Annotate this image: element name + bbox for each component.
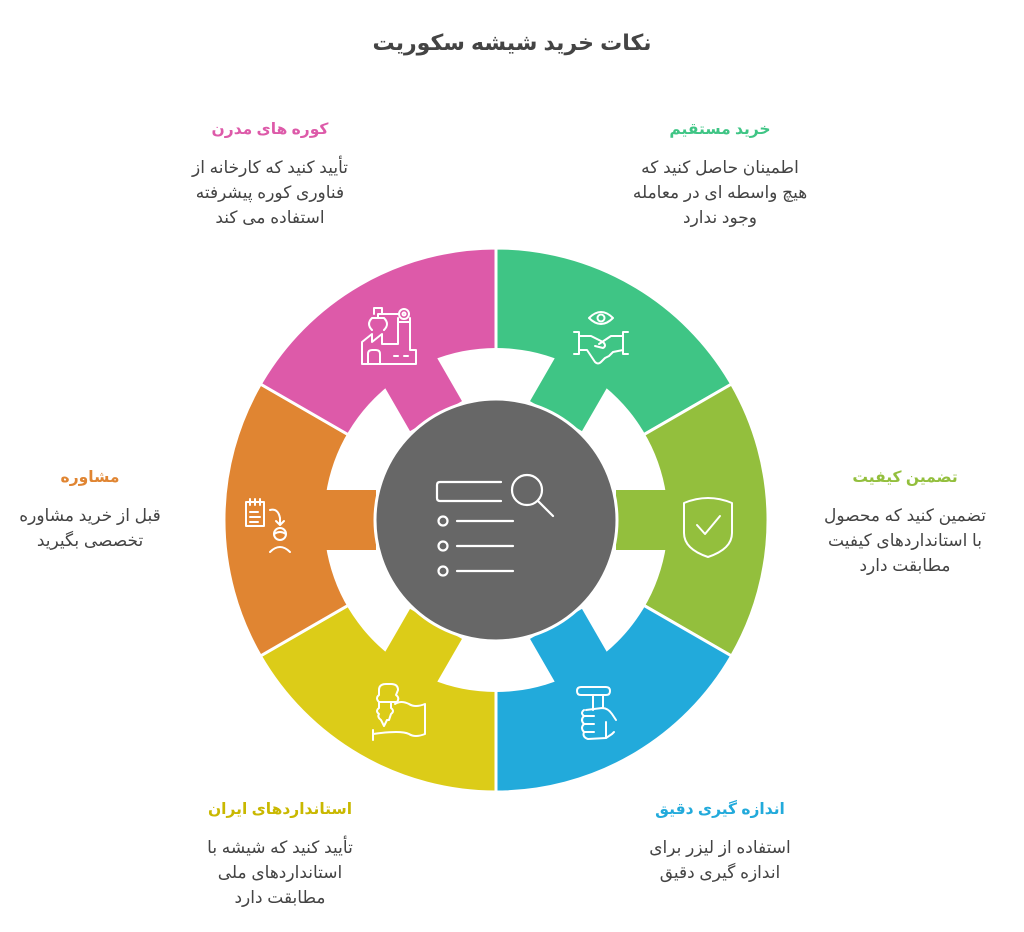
- hand-flag-icon: [372, 683, 426, 741]
- item-title: مشاوره: [60, 469, 120, 486]
- search-list-icon: [435, 473, 555, 577]
- item-description: قبل از خرید مشاوره تخصصی بگیرید: [19, 506, 161, 550]
- item-modern-furnaces: کوره های مدرن تأیید کنید که کارخانه از ف…: [130, 120, 410, 230]
- item-title: اندازه گیری دقیق: [655, 801, 785, 818]
- item-description: اطمینان حاصل کنید که هیچ واسطه ای در معا…: [632, 158, 808, 227]
- item-consulting: مشاوره قبل از خرید مشاوره تخصصی بگیرید: [0, 468, 200, 553]
- shield-check-icon: [683, 497, 733, 558]
- factory-robot-icon: [361, 307, 417, 365]
- item-description: تأیید کنید که شیشه با استانداردهای ملی م…: [207, 838, 353, 907]
- item-iran-standards: استانداردهای ایران تأیید کنید که شیشه با…: [150, 800, 410, 910]
- item-description: تضمین کنید که محصول با استانداردهای کیفی…: [824, 506, 986, 575]
- item-title: تضمین کیفیت: [852, 469, 958, 486]
- segment-consulting: [222, 381, 500, 659]
- hand-tool-icon: [576, 686, 617, 740]
- item-description: استفاده از لیزر برای اندازه گیری دقیق: [649, 838, 791, 882]
- item-direct-purchase: خرید مستقیم اطمینان حاصل کنید که هیچ واس…: [580, 120, 860, 230]
- item-measurement: اندازه گیری دقیق استفاده از لیزر برای ان…: [590, 800, 850, 885]
- handshake-eye-icon: [573, 311, 629, 365]
- segment-quality: [492, 381, 770, 659]
- item-quality: تضمین کیفیت تضمین کنید که محصول با استان…: [780, 468, 1024, 578]
- item-title: خرید مستقیم: [669, 121, 771, 138]
- diagram-title: نکات خرید شیشه سکوریت: [372, 30, 652, 55]
- item-title: کوره های مدرن: [211, 121, 329, 138]
- item-description: تأیید کنید که کارخانه از فناوری کوره پیش…: [191, 158, 349, 227]
- item-title: استانداردهای ایران: [207, 801, 353, 818]
- notepad-person-icon: [245, 498, 291, 553]
